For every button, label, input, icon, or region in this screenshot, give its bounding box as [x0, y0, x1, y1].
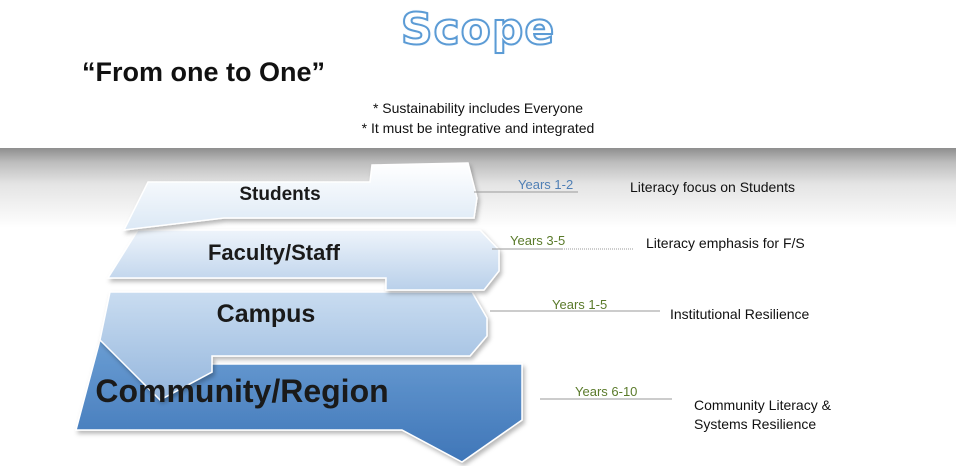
- arrow-campus: [99, 291, 488, 401]
- description-campus: Institutional Resilience: [670, 306, 810, 322]
- years-community-region: Years 6-10: [575, 384, 638, 399]
- years-students: Years 1-2: [518, 177, 574, 192]
- bullet-list: * Sustainability includes Everyone * It …: [0, 98, 956, 138]
- arrow-students: [122, 162, 478, 231]
- slide-subtitle: “From one to One”: [82, 57, 325, 87]
- description-faculty-staff: Literacy emphasis for F/S: [646, 235, 805, 251]
- description-community-region: Community Literacy & Systems Resilience: [694, 396, 831, 434]
- bullet-item: * It must be integrative and integrated: [361, 120, 595, 136]
- level-label-campus: Campus: [216, 300, 316, 328]
- level-label-students: Students: [239, 184, 321, 205]
- description-students: Literacy focus on Students: [630, 179, 795, 195]
- bullet-item: * Sustainability includes Everyone: [372, 100, 584, 116]
- level-label-faculty-staff: Faculty/Staff: [207, 240, 341, 265]
- arrow-faculty-staff: [106, 229, 500, 291]
- years-campus: Years 1-5: [552, 297, 608, 312]
- slide-title: Scope: [400, 3, 556, 56]
- description-line: Community Literacy &: [694, 397, 831, 413]
- level-label-community-region: Community/Region: [95, 373, 389, 409]
- years-faculty-staff: Years 3-5: [510, 233, 566, 248]
- description-line: Systems Resilience: [694, 416, 817, 432]
